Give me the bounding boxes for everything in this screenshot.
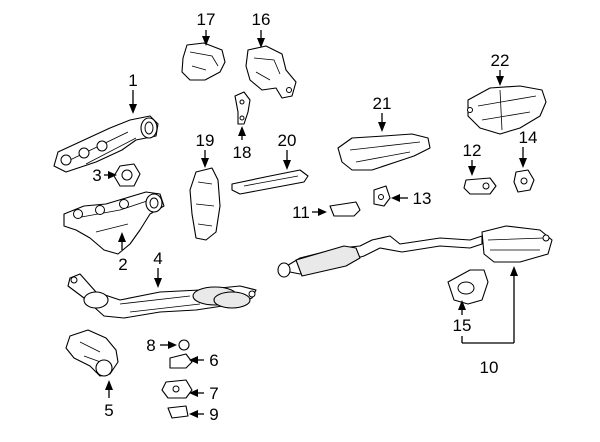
part-11-hanger xyxy=(329,201,361,217)
callout-10: 10 xyxy=(480,358,499,377)
part-21-heat-shield xyxy=(337,133,431,171)
part-13-insulator xyxy=(373,185,391,207)
arrow-10 xyxy=(510,266,518,276)
arrow-5 xyxy=(105,380,113,390)
arrow-19 xyxy=(201,158,209,168)
part-18-bracket xyxy=(234,91,251,125)
callout-21: 21 xyxy=(373,94,392,113)
part-16-heat-shield xyxy=(245,45,297,99)
arrow-3 xyxy=(108,171,117,179)
callout-2: 2 xyxy=(118,255,127,274)
callout-1: 1 xyxy=(128,71,137,90)
callout-17: 17 xyxy=(197,10,216,29)
arrow-21 xyxy=(378,122,386,132)
part-19-heat-shield xyxy=(189,167,221,241)
leader-10 xyxy=(461,274,515,344)
part-2-exhaust-manifold xyxy=(63,191,165,255)
callout-9: 9 xyxy=(209,405,218,424)
part-12-hanger xyxy=(463,177,497,195)
part-20-heat-shield xyxy=(231,169,309,195)
part-8-clamp xyxy=(178,339,190,351)
part-17-heat-shield xyxy=(181,42,226,81)
arrow-16 xyxy=(257,38,265,48)
arrow-1 xyxy=(129,104,137,114)
arrow-2 xyxy=(118,232,126,242)
arrow-9 xyxy=(189,410,198,418)
callout-18: 18 xyxy=(233,143,252,162)
callout-4: 4 xyxy=(153,249,162,268)
callout-7: 7 xyxy=(209,384,218,403)
arrow-20 xyxy=(283,160,291,170)
arrow-4 xyxy=(154,278,162,288)
part-22-heat-shield xyxy=(467,85,547,135)
part-9-hanger xyxy=(167,405,189,419)
arrow-13 xyxy=(391,194,400,202)
callout-6: 6 xyxy=(209,351,218,370)
part-6-clamp xyxy=(169,353,193,369)
callout-11: 11 xyxy=(292,203,310,222)
callout-15: 15 xyxy=(453,316,472,335)
arrow-12 xyxy=(468,166,476,176)
arrow-11 xyxy=(318,208,327,216)
arrow-18 xyxy=(238,126,246,136)
part-4-converter-pipe xyxy=(67,273,257,319)
part-3-gasket xyxy=(113,163,141,187)
part-5-converter xyxy=(65,329,119,377)
callout-20: 20 xyxy=(278,131,297,150)
callout-8: 8 xyxy=(146,336,155,355)
callout-13: 13 xyxy=(413,189,432,208)
part-1-exhaust-manifold xyxy=(53,115,159,173)
arrow-14 xyxy=(519,158,527,168)
part-10-exhaust-system xyxy=(277,225,553,278)
part-15-tail-pipe xyxy=(447,269,489,305)
arrow-6 xyxy=(189,356,198,364)
callout-14: 14 xyxy=(519,128,538,147)
part-7-gasket xyxy=(161,379,193,399)
callout-5: 5 xyxy=(104,401,113,420)
callout-12: 12 xyxy=(463,141,482,160)
arrow-22 xyxy=(496,76,504,86)
callout-3: 3 xyxy=(92,166,101,185)
arrow-8 xyxy=(168,341,177,349)
arrow-15 xyxy=(458,300,466,310)
arrow-7 xyxy=(189,389,198,397)
part-14-hanger xyxy=(513,169,535,193)
callout-22: 22 xyxy=(491,51,510,70)
arrow-17 xyxy=(202,36,210,46)
callout-19: 19 xyxy=(196,131,215,150)
callout-16: 16 xyxy=(252,10,271,29)
